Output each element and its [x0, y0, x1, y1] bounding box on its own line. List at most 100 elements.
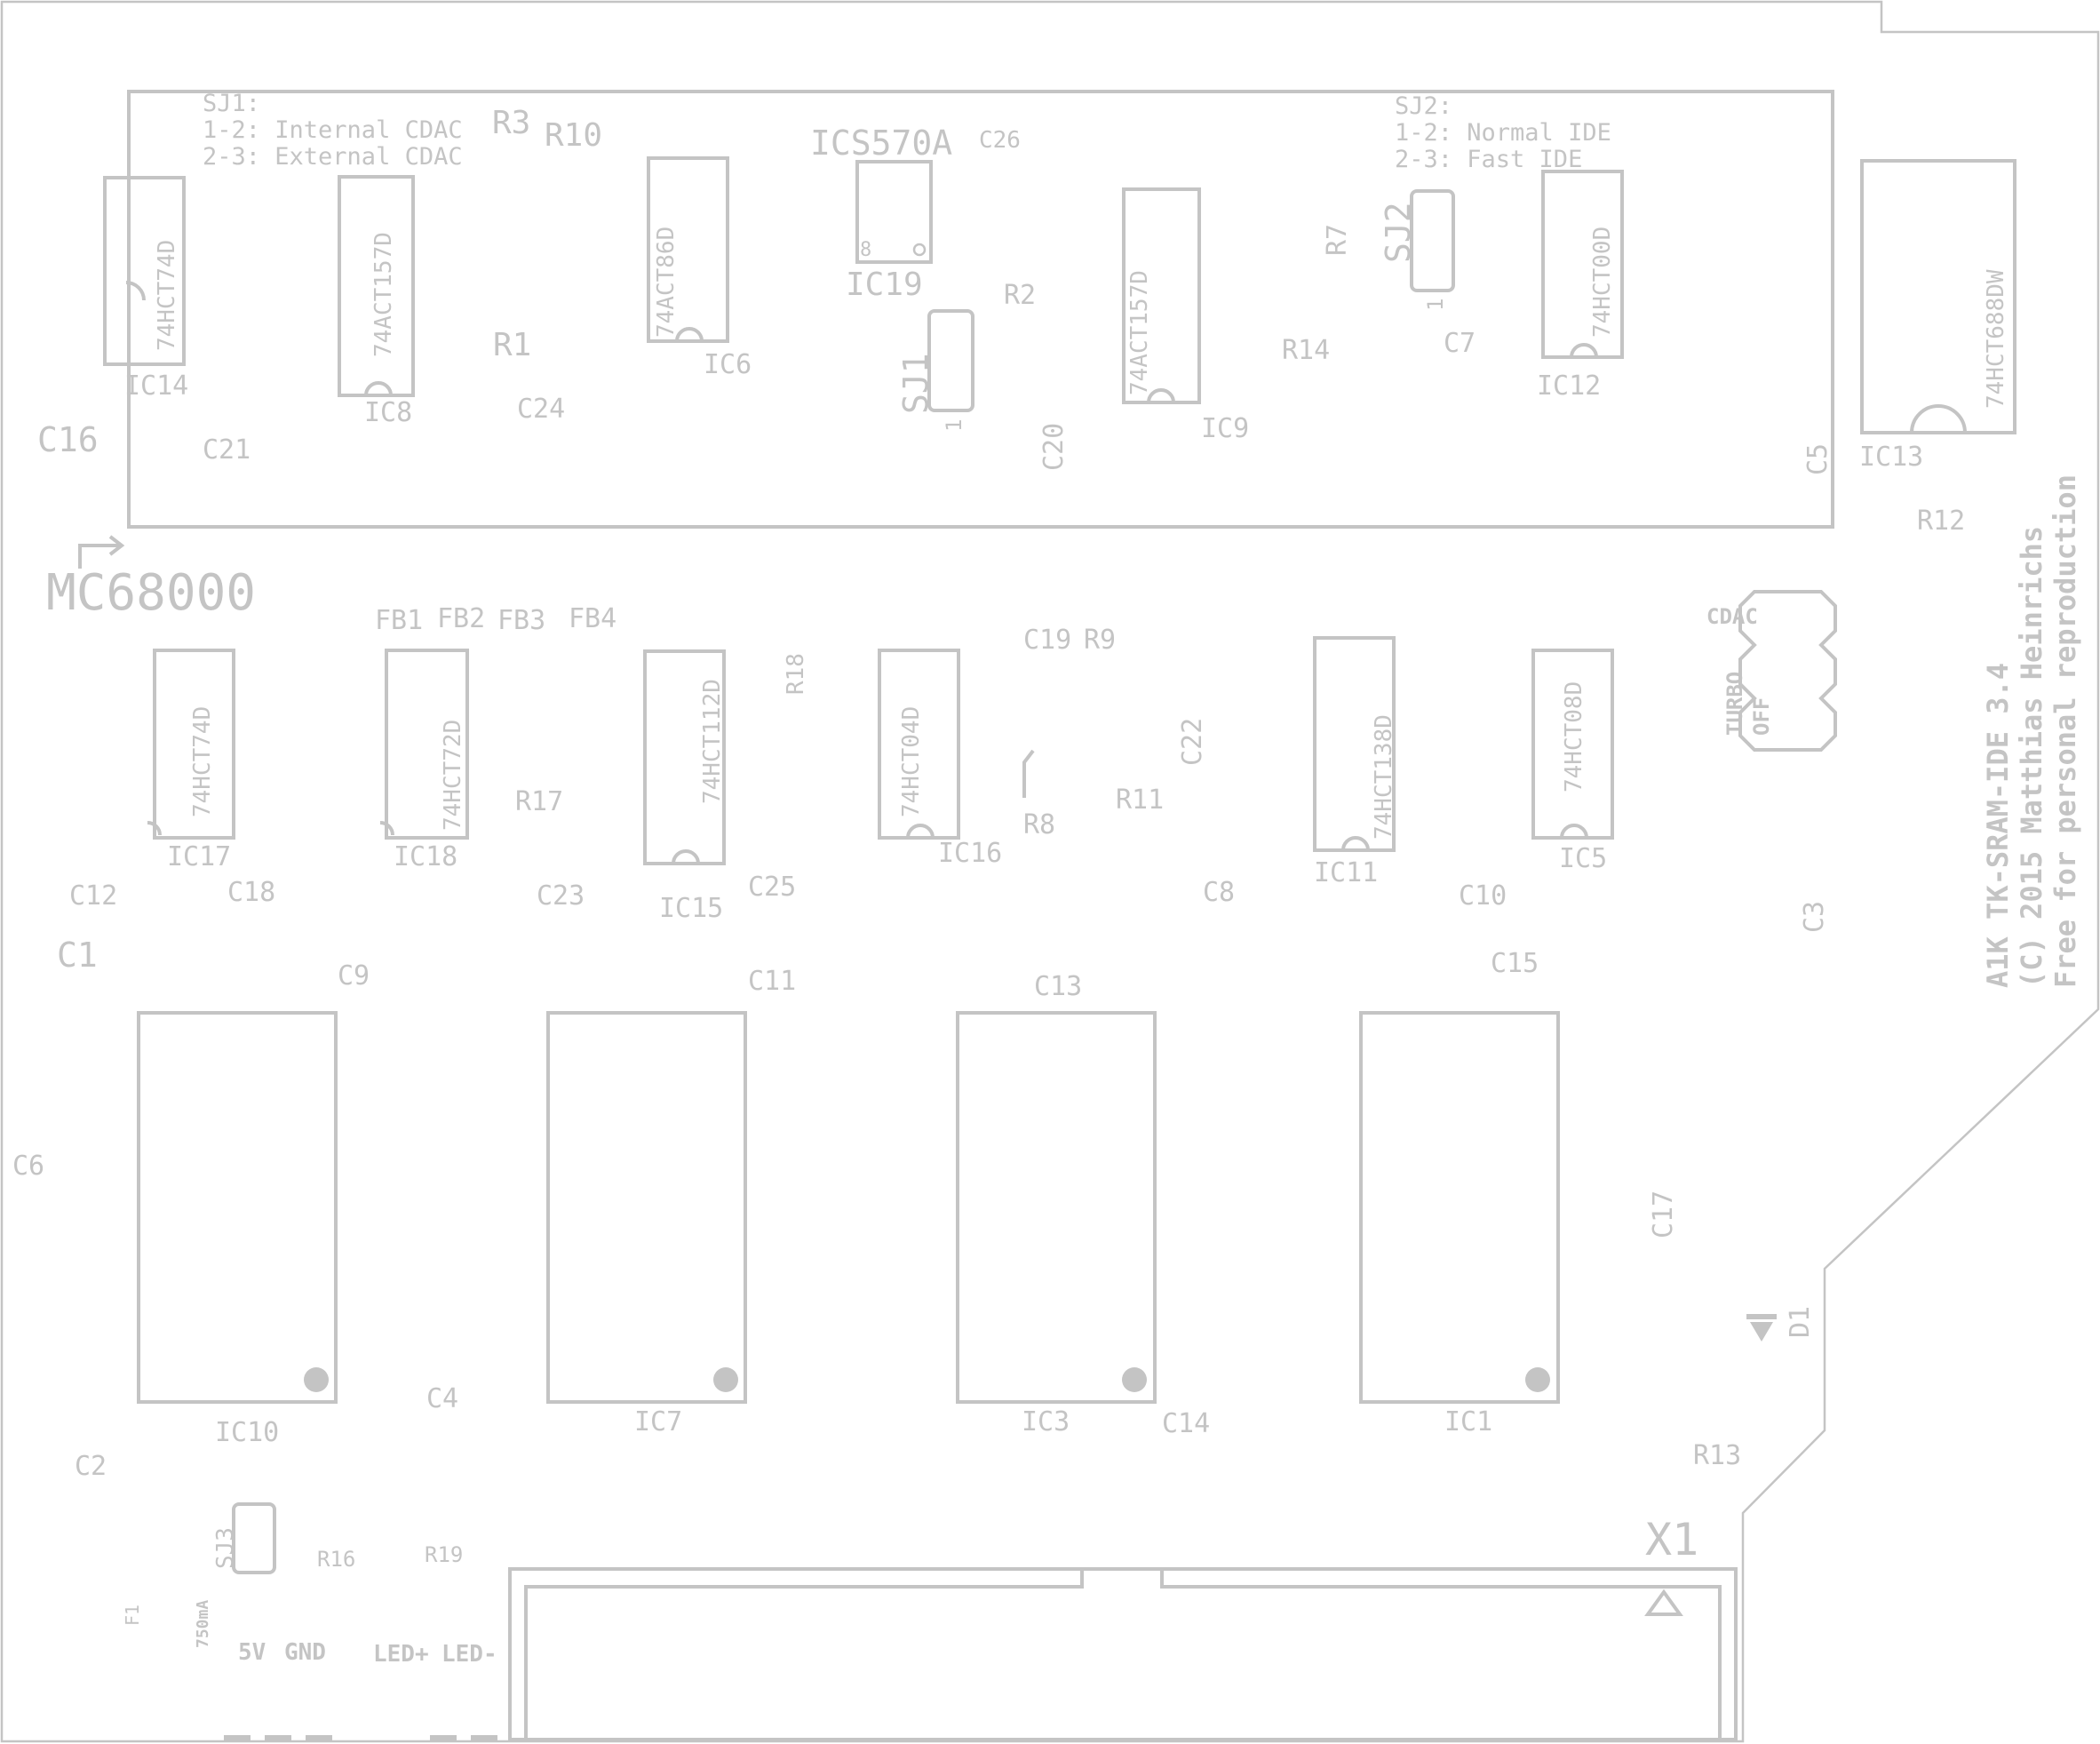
capacitor-c17: C17	[1648, 1191, 1679, 1238]
capacitor-c13: C13	[1034, 971, 1082, 1002]
resistor-r16: R16	[317, 1547, 355, 1572]
chip-ic16-outline	[878, 649, 960, 840]
chip-ic5-notch	[1560, 824, 1588, 839]
capacitor-c19: C19	[1023, 625, 1071, 656]
sram-ic7-ref: IC7	[634, 1406, 682, 1437]
connector-outer	[508, 1567, 1738, 1741]
board-credits: A1K TK-SRAM-IDE 3.4 (C) 2015 Matthias He…	[1981, 474, 2082, 988]
sram-ic1-ref: IC1	[1444, 1406, 1492, 1437]
chip-ic11: 74HCT138D IC11	[1313, 636, 1397, 888]
chip-ic9-outline	[1122, 187, 1201, 404]
edge-pad	[265, 1735, 291, 1740]
jumper-sj1-pad	[927, 309, 974, 412]
resistor-r8: R8	[1023, 809, 1055, 840]
capacitor-c7: C7	[1444, 328, 1476, 359]
resistor-labels: R1 R2 R3 R7 R8 R9 R10 R11 R12 R13 R14 R1…	[317, 105, 1965, 1572]
jumper-sj2-pin: 1	[1423, 299, 1448, 311]
chip-ic19-pin8: 8	[860, 239, 871, 261]
chip-ic9-notch	[1147, 388, 1175, 403]
chip-ic15: 74HCT112D IC15	[643, 649, 726, 924]
resistor-r19: R19	[425, 1542, 463, 1567]
board-license: Free for personal reproduction	[2048, 474, 2082, 988]
ferrite-fb4: FB4	[569, 603, 616, 634]
chip-ic8-notch	[364, 381, 393, 396]
chip-ic15-outline	[643, 649, 726, 865]
chip-ic16-notch	[906, 824, 935, 839]
resistor-r1: R1	[493, 327, 531, 363]
fuse-ref: F1	[122, 1605, 143, 1626]
connector-ref: X1	[1645, 1514, 1698, 1565]
capacitor-c6: C6	[12, 1151, 44, 1182]
resistor-r18: R18	[783, 653, 809, 695]
chip-ic19-ref: IC19	[846, 267, 923, 303]
jumper-sj3: SJ3	[212, 1502, 276, 1574]
chip-ic11-notch	[1341, 836, 1370, 851]
capacitor-c2: C2	[75, 1451, 107, 1482]
led-minus-label: LED-	[441, 1641, 497, 1668]
board-copyright: (C) 2015 Matthias Heinrichs	[2015, 526, 2048, 988]
capacitor-c15: C15	[1491, 948, 1539, 979]
sram-ic3: IC3	[956, 1011, 1157, 1437]
capacitor-c1: C1	[57, 936, 98, 975]
chip-ic17-outline	[153, 649, 235, 840]
chip-ic19: ICS570A 8 IC19	[810, 123, 952, 303]
chip-ic13-notch	[1910, 404, 1967, 434]
jumper-sj3-ref: SJ3	[212, 1527, 239, 1569]
chip-ic8-outline	[338, 175, 415, 397]
diode-ref: D1	[1785, 1306, 1816, 1338]
ferrite-fb2: FB2	[437, 603, 485, 634]
edge-pads	[224, 1735, 497, 1740]
chip-ic14-ref: IC14	[124, 370, 188, 402]
chip-ic11-outline	[1313, 636, 1396, 852]
chip-ic17-ref: IC17	[167, 841, 231, 872]
chip-ic11-part: 74HCT138D	[1371, 714, 1397, 840]
ferrite-fb3: FB3	[497, 605, 545, 636]
chip-ic19-part: ICS570A	[810, 123, 952, 163]
chip-ic6-part: 74ACT86D	[653, 227, 680, 338]
pin1-triangle-icon	[1644, 1589, 1683, 1616]
chip-ic11-ref: IC11	[1314, 857, 1378, 888]
header-outline	[1738, 590, 1837, 752]
chip-ic13-ref: IC13	[1859, 442, 1923, 473]
chip-ic14-part: 74HCT74D	[154, 240, 180, 351]
resistor-r13: R13	[1693, 1440, 1741, 1471]
sram-ic1-outline	[1359, 1011, 1560, 1404]
edge-pad	[471, 1735, 497, 1740]
jumper-sj2: SJ2 1	[1379, 189, 1455, 311]
turbo-cdac-header: CDAC TURBO OFF	[1706, 590, 1837, 752]
sram-ic7-pin1-dot	[713, 1367, 738, 1392]
capacitor-c4: C4	[426, 1383, 458, 1414]
chip-ic15-notch	[672, 849, 700, 864]
resistor-r3: R3	[492, 105, 530, 141]
sram-ic7-outline	[546, 1011, 747, 1404]
chip-ic18-ref: IC18	[394, 841, 457, 872]
chip-ic8-part: 74ACT157D	[370, 232, 397, 357]
cpu-socket: MC68000	[46, 90, 1834, 622]
capacitor-c14: C14	[1162, 1408, 1210, 1439]
chip-ic15-ref: IC15	[659, 893, 723, 924]
chip-ic13-part: 74HCT688DW	[1983, 269, 2009, 409]
sj1-note-option2: 2-3: External CDAC	[203, 143, 463, 171]
ferrite-labels: FB1 FB2 FB3 FB4	[375, 603, 616, 636]
capacitor-c22: C22	[1177, 718, 1208, 766]
chip-ic17: 74HCT74D IC17	[147, 649, 235, 872]
sram-ic10-pin1-dot	[304, 1367, 329, 1392]
capacitor-c18: C18	[227, 877, 275, 908]
chip-ic6-ref: IC6	[704, 349, 752, 380]
power-5v-label: 5V	[238, 1639, 266, 1666]
chip-ic9: 74ACT157D IC9	[1122, 187, 1249, 444]
chip-ic12-outline	[1541, 170, 1624, 359]
capacitor-c24: C24	[517, 394, 565, 425]
sj1-note: SJ1: 1-2: Internal CDAC 2-3: External CD…	[203, 90, 463, 171]
chip-ic18: 74HCT72D IC18	[379, 649, 469, 872]
resistor-r7: R7	[1322, 224, 1353, 256]
led-plus-label: LED+	[373, 1641, 429, 1668]
fuse-rating: 750mA	[194, 1600, 212, 1648]
power-gnd-label: GND	[284, 1639, 326, 1666]
chip-ic9-part: 74ACT157D	[1126, 270, 1153, 395]
capacitor-c11: C11	[748, 966, 796, 997]
sram-ic1: IC1	[1359, 1011, 1560, 1437]
resistor-r9: R9	[1084, 625, 1116, 656]
sram-ic1-pin1-dot	[1525, 1367, 1550, 1392]
jumper-sj1-pin: 1	[942, 419, 966, 432]
